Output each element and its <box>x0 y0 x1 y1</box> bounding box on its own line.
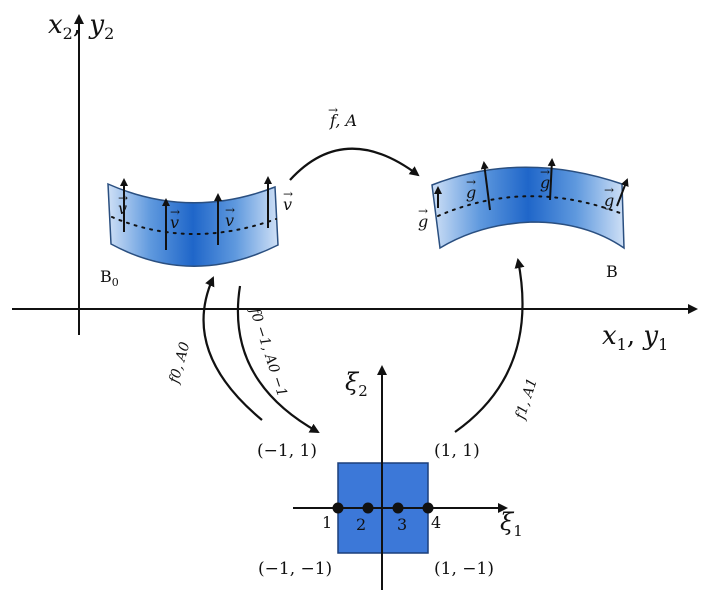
b-label: B <box>606 262 618 281</box>
b0-vector-label-3: v <box>225 211 234 230</box>
x2-y2-label: x2, y2 <box>48 10 114 43</box>
b-vector-arrow-2: → <box>466 175 476 189</box>
b-vector-label-2: g <box>466 183 476 202</box>
b0-label: B0 <box>100 267 119 289</box>
corner-top-left: (−1, 1) <box>257 441 317 461</box>
b-vector-label-4: g <box>604 191 614 210</box>
b-vector-arrow-3: → <box>540 165 550 179</box>
b-vector-arrow-1: → <box>418 204 428 218</box>
b-vector-label-3: g <box>540 173 550 192</box>
body-b: g g g g → → → → B <box>418 158 629 281</box>
b-vector-4 <box>616 178 629 207</box>
b-vector-label-1: g <box>418 212 428 231</box>
corner-bottom-right: (1, −1) <box>434 559 494 579</box>
node-4 <box>422 502 434 514</box>
map-f0-inverse-arrow <box>236 285 320 433</box>
node-label-2: 2 <box>356 515 366 534</box>
map-f-arrow <box>289 147 420 181</box>
b0-vector-arrow-1: → <box>118 191 128 205</box>
b0-vector-label-2: v <box>170 213 179 232</box>
xi2-label: ξ2 <box>345 368 368 400</box>
map-f1-arrow <box>454 258 525 433</box>
map-f0-inverse-label: f0 −1, A0 −1 <box>246 305 290 399</box>
b0-vector-label-4: v <box>283 195 292 214</box>
body-b0: v v v v → → → → B0 <box>100 176 293 289</box>
x1-y1-label: x1, y1 <box>602 321 668 354</box>
svg-text:→: → <box>328 103 338 117</box>
node-1 <box>332 502 344 514</box>
map-f-label: → f, A <box>328 103 357 130</box>
map-f0-arrow <box>202 276 263 421</box>
node-label-4: 4 <box>431 513 441 532</box>
b-vector-3 <box>547 158 556 201</box>
svg-text:f, A: f, A <box>329 111 357 130</box>
corner-top-right: (1, 1) <box>434 441 480 461</box>
node-3 <box>392 502 404 514</box>
b0-vector-arrow-3: → <box>225 203 235 217</box>
b-vector-arrow-4: → <box>604 183 614 197</box>
body-b0-midline <box>111 216 277 235</box>
b0-vector-label-1: v <box>118 199 127 218</box>
map-f0-label: f0, A0 <box>166 340 193 386</box>
b0-vector-arrow-4: → <box>283 187 293 201</box>
map-f1-label: f1, A1 <box>512 376 541 422</box>
corner-bottom-left: (−1, −1) <box>258 559 332 579</box>
body-b-shape <box>431 166 625 250</box>
b0-vector-arrow-2: → <box>170 205 180 219</box>
node-label-1: 1 <box>322 513 332 532</box>
xi1-label: ξ1 <box>500 508 523 540</box>
body-b0-shape <box>107 182 279 267</box>
node-label-3: 3 <box>397 515 407 534</box>
b-vector-2 <box>480 161 491 211</box>
node-2 <box>362 502 374 514</box>
